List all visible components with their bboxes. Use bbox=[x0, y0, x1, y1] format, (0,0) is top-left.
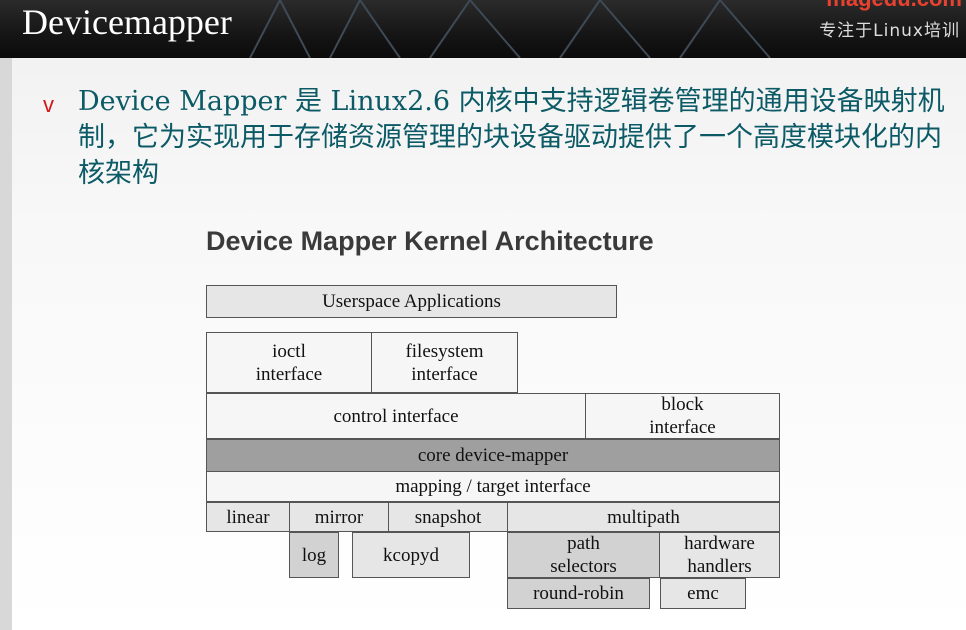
header-decoration bbox=[249, 0, 771, 58]
mirror-target-box: mirror bbox=[289, 502, 389, 532]
ioctl-interface-box: ioctl interface bbox=[206, 332, 372, 393]
diagram-title: Device Mapper Kernel Architecture bbox=[206, 226, 654, 256]
block-interface-box: block interface bbox=[585, 393, 780, 439]
userspace-applications-box: Userspace Applications bbox=[206, 285, 617, 318]
bullet-marker: v bbox=[43, 92, 54, 117]
path-selectors-box: path selectors bbox=[507, 532, 660, 578]
mapping-target-interface-box: mapping / target interface bbox=[206, 471, 780, 502]
linear-target-box: linear bbox=[206, 502, 290, 532]
slide-header: Devicemapper magedu.com 专注于Linux培训 bbox=[0, 0, 966, 58]
control-interface-box: control interface bbox=[206, 393, 586, 439]
brand-tagline: 专注于Linux培训 bbox=[819, 21, 960, 41]
emc-box: emc bbox=[660, 578, 746, 609]
bullet-text: Device Mapper 是 Linux2.6 内核中支持逻辑卷管理的通用设备… bbox=[78, 86, 945, 189]
brand-logo-text: magedu.com bbox=[826, 0, 962, 10]
slide-title: Devicemapper bbox=[22, 2, 232, 42]
kcopyd-box: kcopyd bbox=[352, 532, 470, 578]
snapshot-target-box: snapshot bbox=[388, 502, 508, 532]
multipath-target-box: multipath bbox=[507, 502, 780, 532]
log-box: log bbox=[289, 532, 339, 578]
filesystem-interface-box: filesystem interface bbox=[371, 332, 518, 393]
core-device-mapper-box: core device-mapper bbox=[206, 439, 780, 472]
left-accent-strip bbox=[0, 58, 12, 630]
hardware-handlers-box: hardware handlers bbox=[659, 532, 780, 578]
round-robin-box: round-robin bbox=[507, 578, 650, 609]
